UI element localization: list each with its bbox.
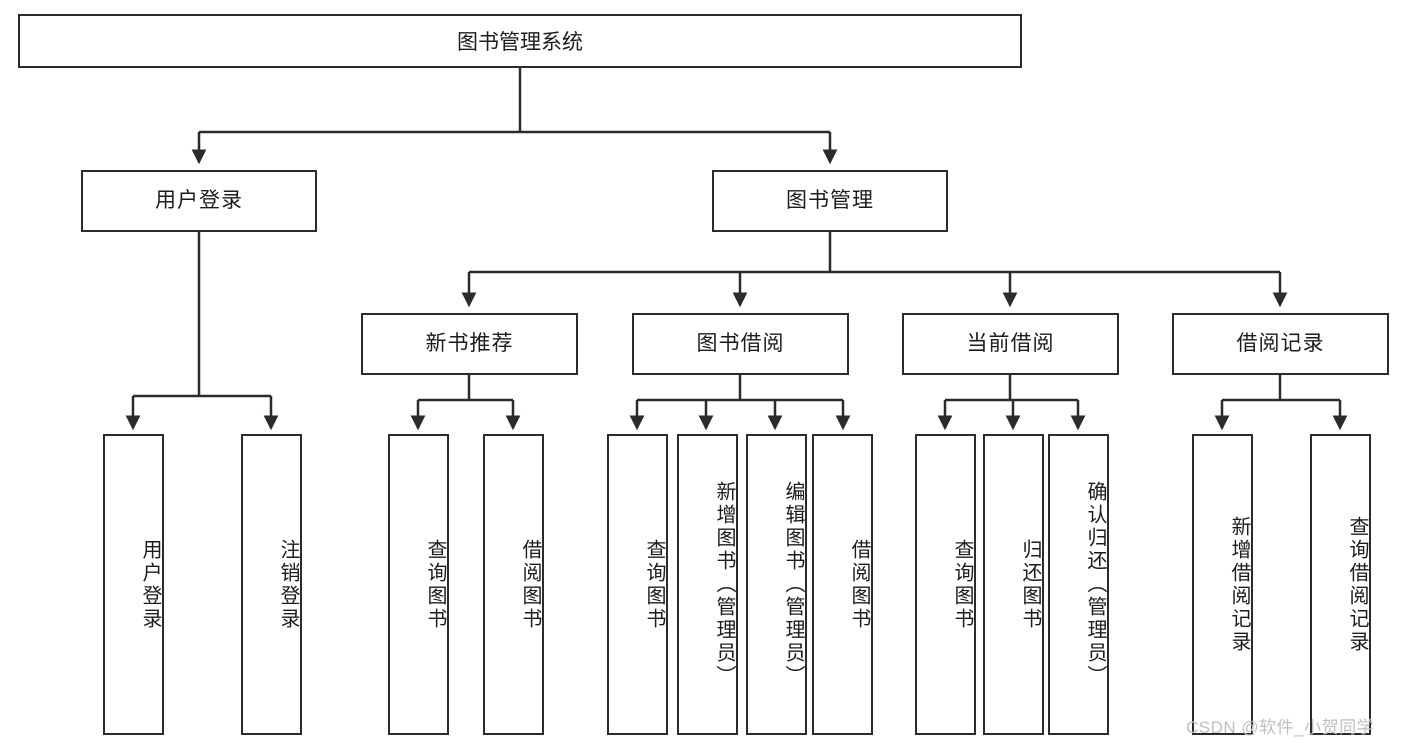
leaf-current-confirm-return-admin[interactable]: 确认归还（管理员） — [1048, 434, 1109, 735]
node-label: 图书管理 — [786, 189, 874, 213]
node-label: 新增借阅记录 — [1228, 515, 1250, 654]
node-label: 借阅图书 — [848, 538, 870, 631]
leaf-user-login-signin[interactable]: 用户登录 — [103, 434, 164, 735]
leaf-user-login-signout[interactable]: 注销登录 — [241, 434, 302, 735]
leaf-borrow-query[interactable]: 查询图书 — [607, 434, 668, 735]
node-label: 查询图书 — [424, 538, 446, 631]
csdn-watermark: CSDN @软件_小贺同学 — [1186, 718, 1375, 737]
leaf-records-query[interactable]: 查询借阅记录 — [1310, 434, 1371, 735]
node-user-login[interactable]: 用户登录 — [81, 170, 317, 232]
leaf-newbook-borrow[interactable]: 借阅图书 — [483, 434, 544, 735]
node-label: 图书管理系统 — [457, 31, 583, 54]
node-label: 当前借阅 — [966, 332, 1055, 356]
leaf-newbook-query[interactable]: 查询图书 — [388, 434, 449, 735]
node-label: 确认归还（管理员） — [1084, 481, 1106, 688]
node-label: 新增图书（管理员） — [713, 481, 735, 688]
leaf-current-query[interactable]: 查询图书 — [915, 434, 976, 735]
node-label: 查询图书 — [643, 538, 665, 631]
node-current-borrow[interactable]: 当前借阅 — [902, 313, 1119, 375]
leaf-current-return[interactable]: 归还图书 — [983, 434, 1044, 735]
node-book-management[interactable]: 图书管理 — [712, 170, 948, 232]
node-book-borrow[interactable]: 图书借阅 — [632, 313, 849, 375]
node-label: 图书借阅 — [696, 332, 785, 356]
node-new-book-recommend[interactable]: 新书推荐 — [361, 313, 578, 375]
leaf-records-add[interactable]: 新增借阅记录 — [1192, 434, 1253, 735]
node-label: 借阅记录 — [1236, 332, 1325, 356]
node-label: 编辑图书（管理员） — [782, 481, 804, 688]
node-label: 查询图书 — [951, 538, 973, 631]
node-label: 借阅图书 — [519, 538, 541, 631]
node-label: 注销登录 — [277, 538, 299, 631]
node-label: 新书推荐 — [425, 332, 514, 356]
node-label: 用户登录 — [139, 538, 161, 631]
node-borrow-records[interactable]: 借阅记录 — [1172, 313, 1389, 375]
node-root-system[interactable]: 图书管理系统 — [18, 14, 1022, 68]
node-label: 归还图书 — [1019, 538, 1041, 631]
leaf-borrow-add-book-admin[interactable]: 新增图书（管理员） — [677, 434, 738, 735]
leaf-borrow-borrow-book[interactable]: 借阅图书 — [812, 434, 873, 735]
node-label: 查询借阅记录 — [1346, 515, 1368, 654]
leaf-borrow-edit-book-admin[interactable]: 编辑图书（管理员） — [746, 434, 807, 735]
node-label: 用户登录 — [155, 189, 243, 213]
